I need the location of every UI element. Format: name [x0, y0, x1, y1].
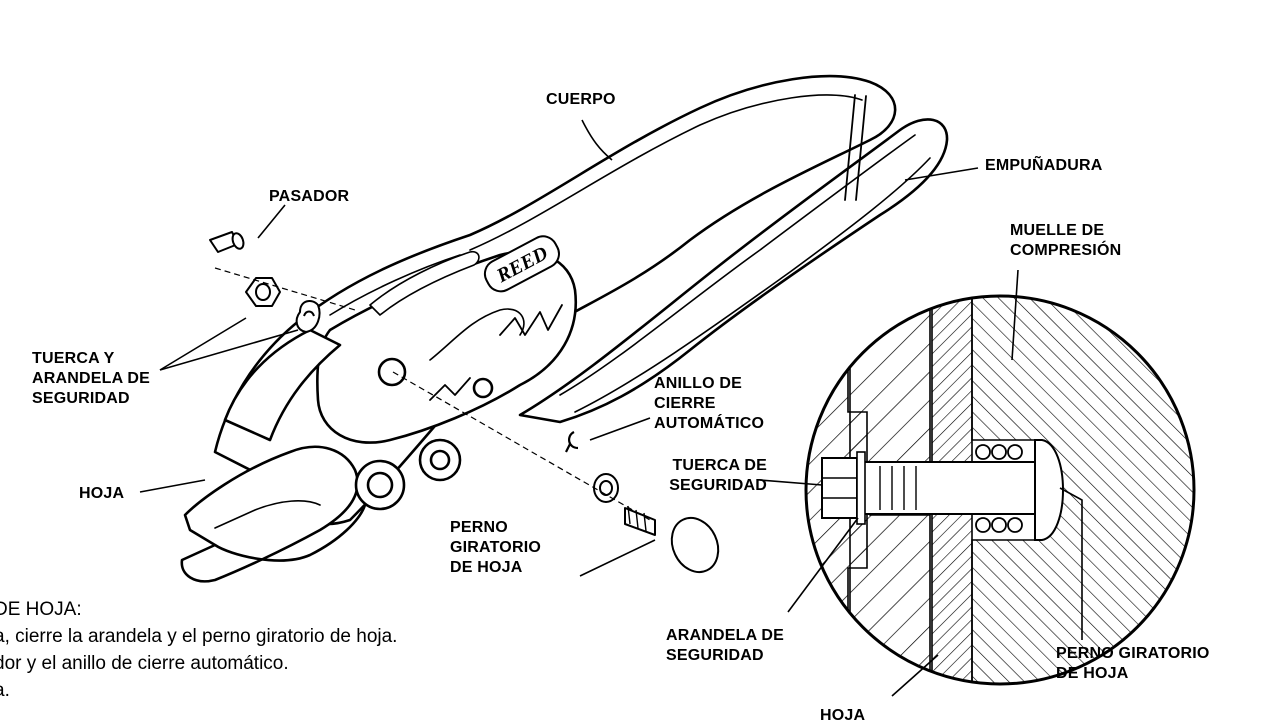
label-line: CIERRE: [654, 395, 716, 412]
label-cuerpo: CUERPO: [546, 91, 616, 108]
label-line: TUERCA Y: [32, 350, 115, 367]
label-line: SEGURIDAD: [669, 477, 767, 494]
clip-ring-part: [565, 431, 579, 453]
label-line: ANILLO DE: [654, 375, 743, 392]
instruction-line: a.: [0, 680, 10, 701]
label-line: DE HOJA: [1056, 665, 1129, 682]
instruction-line: dor y el anillo de cierre automático.: [0, 653, 289, 674]
label-line: TUERCA DE: [672, 457, 767, 474]
label-line: SEGURIDAD: [32, 390, 130, 407]
assembly-lines: [214, 267, 651, 521]
label-perno-giratorio-left: PERNO GIRATORIO DE HOJA: [450, 518, 541, 578]
label-line: ARANDELA DE: [666, 627, 785, 644]
pivot-bolt-part: [593, 473, 720, 574]
detail-cross-section: [804, 294, 1196, 686]
label-line: GIRATORIO: [450, 539, 541, 556]
blade-bottom-edge: [214, 504, 367, 562]
label-tuerca-arandela: TUERCA Y ARANDELA DE SEGURIDAD: [32, 349, 150, 409]
instruction-line: a, cierre la arandela y el perno girator…: [0, 626, 398, 647]
instructions-text: DE HOJA: a, cierre la arandela y el pern…: [0, 596, 397, 704]
label-hoja-left: HOJA: [79, 485, 125, 502]
label-muelle-compresion: MUELLE DE COMPRESIÓN: [1010, 221, 1121, 261]
label-anillo-cierre: ANILLO DE CIERRE AUTOMÁTICO: [654, 374, 764, 434]
instruction-line: DE HOJA:: [0, 599, 82, 620]
label-line: MUELLE DE: [1010, 222, 1105, 239]
leader-lines: [139, 119, 1083, 697]
label-empunadura: EMPUÑADURA: [985, 157, 1103, 174]
label-pasador: PASADOR: [269, 188, 350, 205]
label-line: ARANDELA DE: [32, 370, 151, 387]
label-line: SEGURIDAD: [666, 647, 764, 664]
label-hoja-bottom: HOJA: [820, 707, 866, 724]
exploded-parts: [209, 231, 720, 574]
label-arandela-seguridad: ARANDELA DE SEGURIDAD: [666, 626, 784, 666]
label-line: PERNO GIRATORIO: [1056, 645, 1210, 662]
pliers-body: REED: [180, 74, 949, 583]
washer-part: [295, 299, 321, 333]
label-line: AUTOMÁTICO: [654, 415, 765, 432]
label-line: PERNO: [450, 519, 508, 536]
label-line: DE HOJA: [450, 559, 523, 576]
label-tuerca-seguridad: TUERCA DE SEGURIDAD: [645, 456, 767, 496]
label-perno-giratorio-right: PERNO GIRATORIO DE HOJA: [1056, 644, 1210, 684]
label-line: COMPRESIÓN: [1010, 242, 1122, 259]
